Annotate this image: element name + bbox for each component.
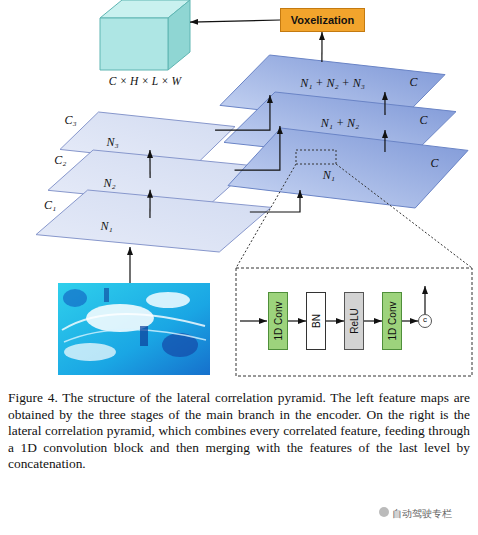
feature-count: N₂ xyxy=(103,177,115,190)
point-cloud-ring xyxy=(62,314,205,330)
channel-label: C xyxy=(409,76,417,89)
connector-arrow xyxy=(215,95,270,130)
voxelization-box: Voxelization xyxy=(280,8,365,32)
box-shape xyxy=(383,293,402,350)
layer-label: 1D Conv xyxy=(273,302,284,341)
output-volume-cube: C × H × L × W xyxy=(95,0,195,92)
watermark-icon xyxy=(379,507,389,517)
connector-arrow xyxy=(364,320,382,321)
box-shape xyxy=(269,293,288,350)
connector-arrow xyxy=(402,320,418,321)
zoom-dashed-rect xyxy=(296,150,336,164)
cube-face xyxy=(168,0,190,70)
block-output-arrow xyxy=(424,286,425,314)
detail-dashed-box xyxy=(236,268,472,376)
layer-label: ReLU xyxy=(349,308,360,334)
conv1d-block: 1D Conv xyxy=(268,292,288,350)
cube-face xyxy=(100,18,168,70)
connector-arrow xyxy=(384,130,385,152)
connector-arrow xyxy=(250,190,300,212)
box-shape xyxy=(281,9,365,32)
dimension-label: C × H × L × W xyxy=(109,75,181,88)
channel-label: C xyxy=(420,115,428,128)
point-cloud-field xyxy=(58,283,210,375)
channel-label: C₃ xyxy=(64,115,76,128)
watermark-label: 自动驾驶专栏 xyxy=(392,507,452,521)
encoder-feature-plane: C₁ N₁ xyxy=(36,190,271,252)
channel-label: C₂ xyxy=(54,155,66,168)
connector-arrow xyxy=(321,32,322,62)
connector-arrow xyxy=(288,320,306,321)
relu-block: ReLU xyxy=(344,292,364,350)
channel-label: C xyxy=(430,157,438,170)
diagram-stage: C × H × L × W Voxelization N₁ + N₂ + N₃ C C₃… xyxy=(0,0,478,380)
circle-shape xyxy=(419,315,432,328)
connector-layer xyxy=(0,0,478,380)
concat-symbol: c xyxy=(423,316,427,325)
plane-shape xyxy=(228,128,468,208)
layer-label: BN xyxy=(311,314,322,328)
feature-count: N₁ xyxy=(323,169,335,182)
conv1d-block: 1D Conv xyxy=(382,292,402,350)
box-shape xyxy=(307,293,326,350)
connector-arrow xyxy=(235,126,280,170)
pyramid-level-plane: N₁ C xyxy=(228,128,468,208)
concat-circle: c xyxy=(418,314,432,328)
zoom-leader-line xyxy=(236,164,296,268)
feature-count: N₃ xyxy=(106,137,118,150)
input-arrow xyxy=(129,247,130,283)
process-label: Voxelization xyxy=(291,14,354,26)
feature-count: N₁ + N₂ + N₃ xyxy=(300,78,365,91)
figure-caption: Figure 4. The structure of the lateral c… xyxy=(8,390,470,473)
point-cloud-object xyxy=(140,326,148,346)
channel-label: C₁ xyxy=(44,199,56,212)
overlay-layer xyxy=(0,0,478,380)
layer-label: 1D Conv xyxy=(387,302,398,341)
batchnorm-block: BN xyxy=(306,292,326,350)
feature-count: N₁ + N₂ xyxy=(321,117,359,130)
point-cloud-blob xyxy=(64,343,116,361)
feature-count: N₁ xyxy=(100,221,112,234)
shape-outline xyxy=(36,190,271,252)
point-cloud-blob xyxy=(146,292,190,308)
block-input-arrow xyxy=(240,320,267,321)
point-cloud-object xyxy=(104,288,109,302)
connector-arrow xyxy=(149,150,150,178)
point-cloud-blob xyxy=(63,289,87,307)
connector-arrow xyxy=(326,320,344,321)
connector-arrow xyxy=(384,92,385,115)
box-shape xyxy=(345,293,364,350)
zoom-leader-line xyxy=(336,164,472,268)
point-cloud-image xyxy=(58,283,210,375)
plane-shape xyxy=(36,190,271,252)
connector-arrow xyxy=(190,20,280,22)
connector-arrow xyxy=(149,190,150,218)
point-cloud-ring xyxy=(64,329,206,342)
